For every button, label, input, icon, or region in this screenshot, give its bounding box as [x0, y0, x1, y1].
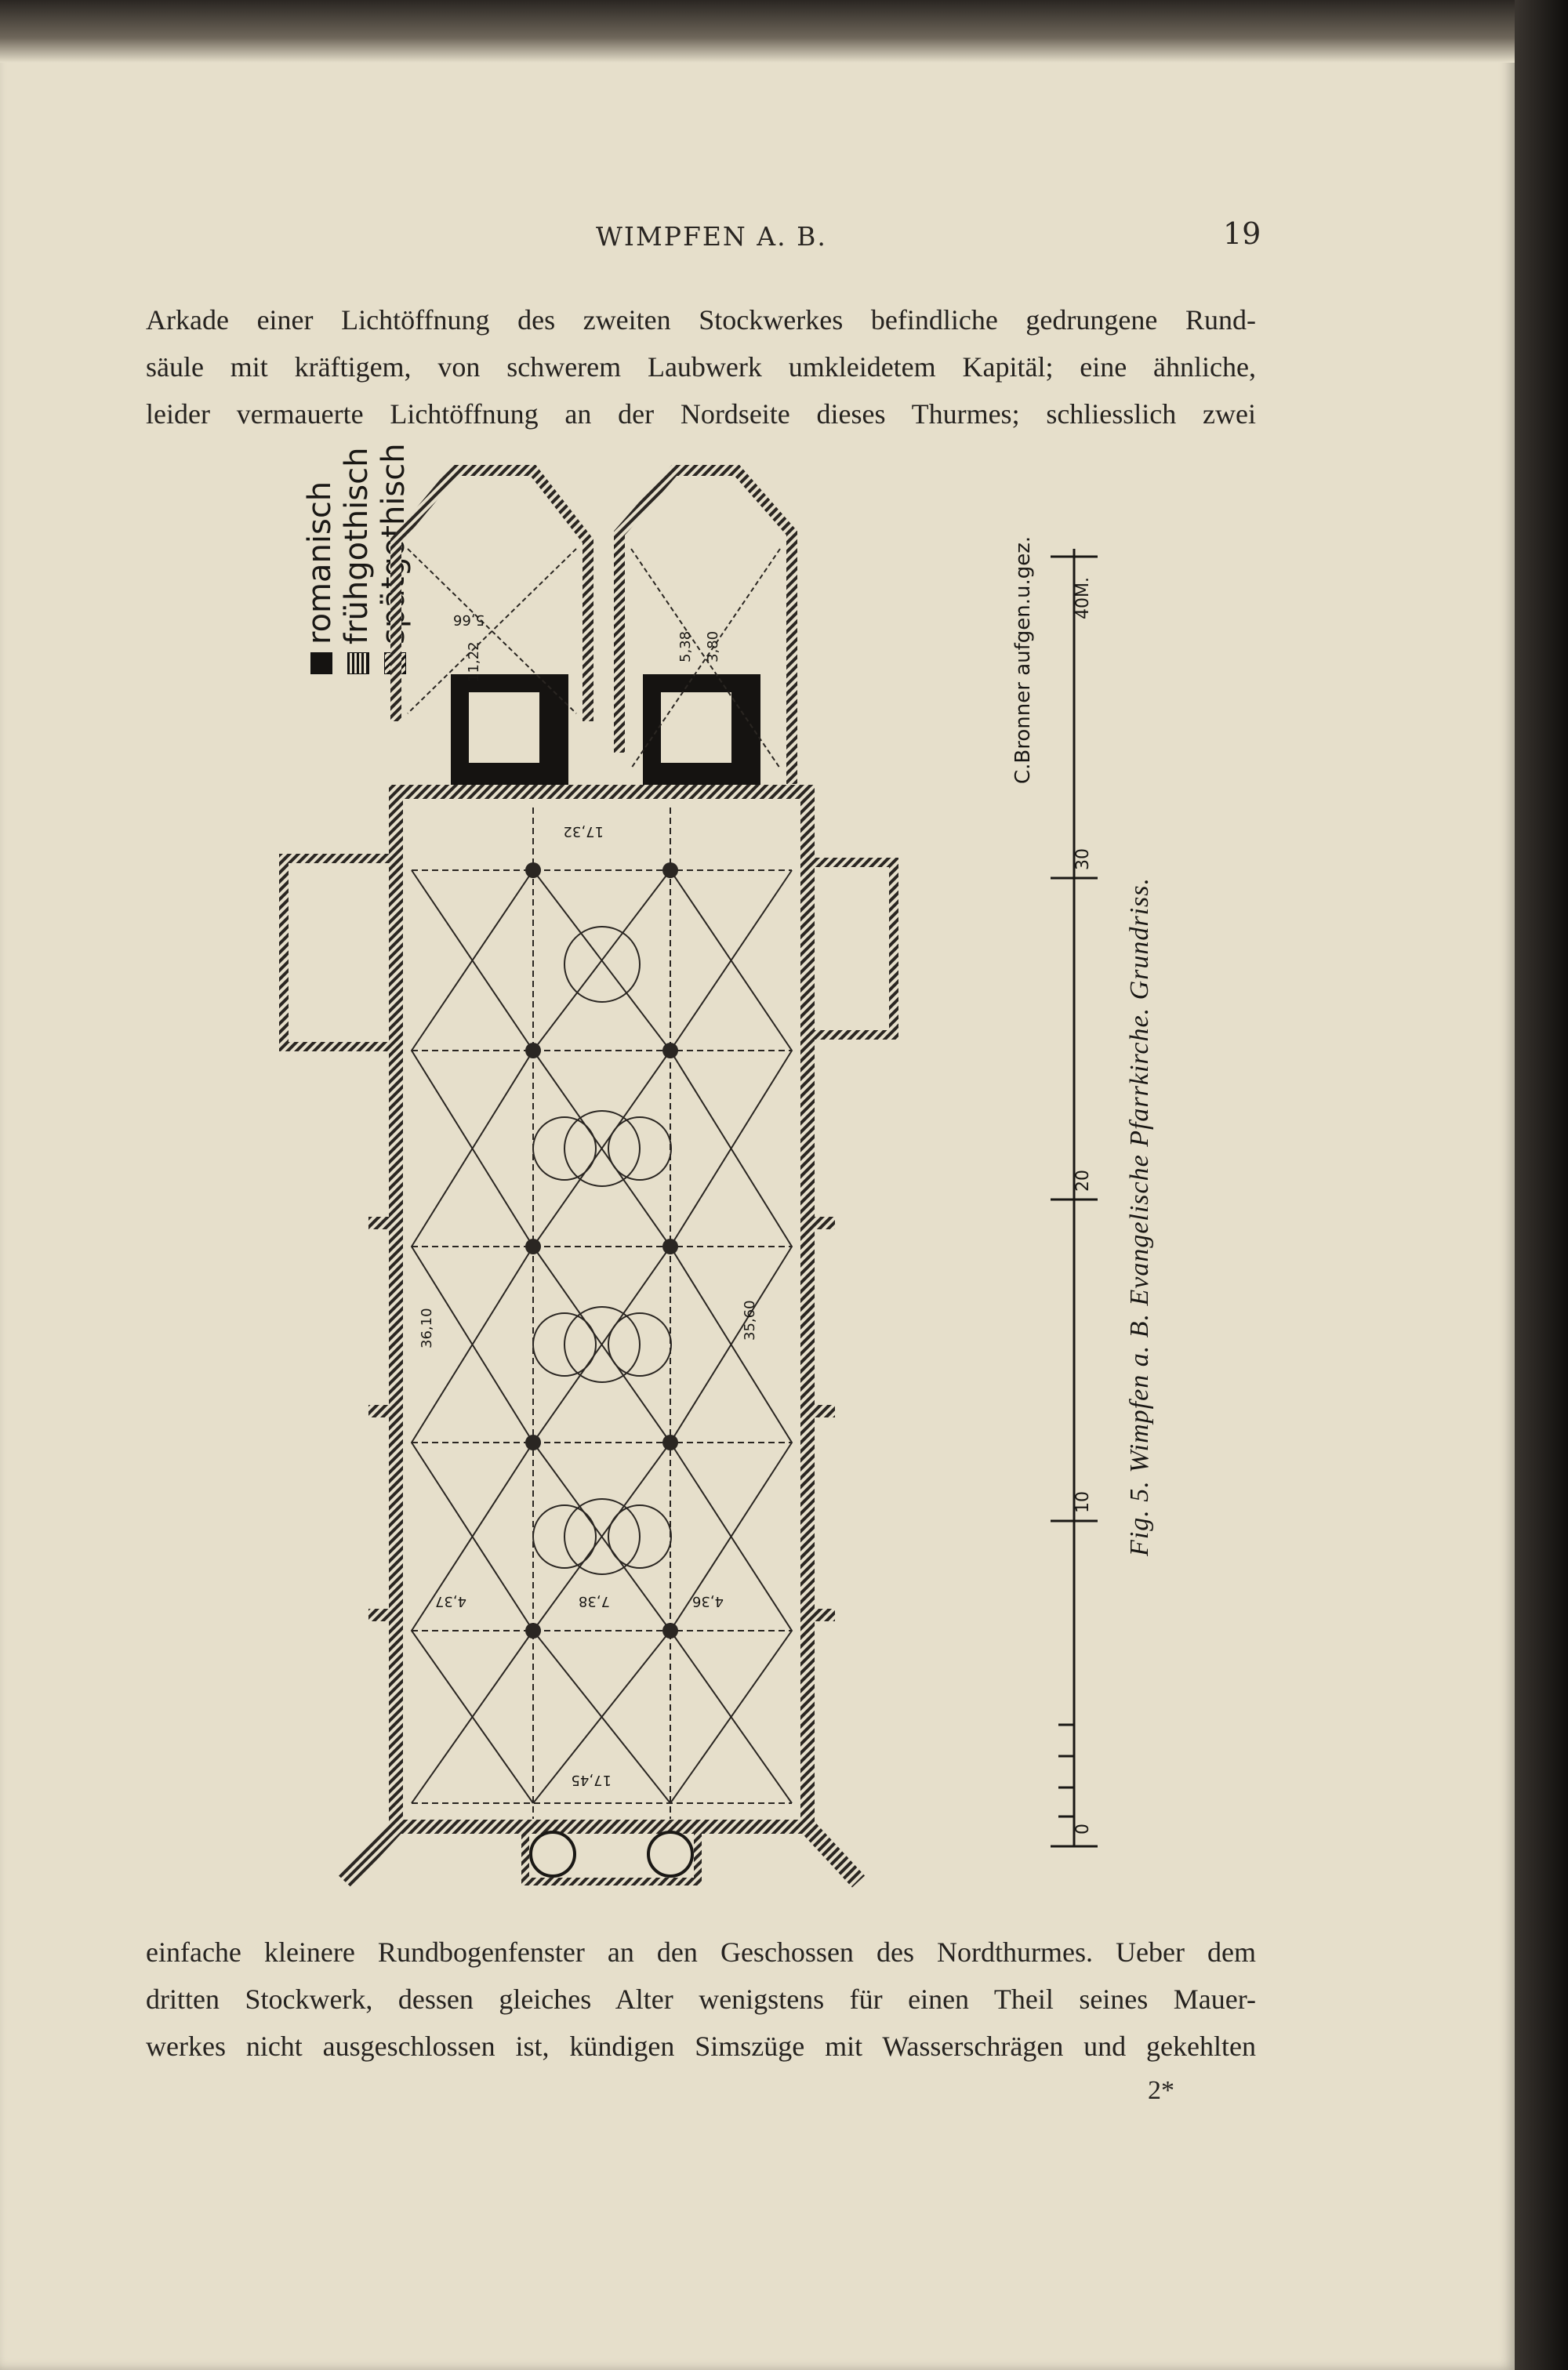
scale-bar: 0 10 20 30 40M.	[1051, 549, 1098, 1848]
text-line: Arkade einer Lichtöffnung des zweiten St…	[146, 304, 1256, 336]
dim-label: 36,10	[419, 1308, 435, 1348]
dim-label: 3,80	[705, 631, 721, 662]
text-line: werkes nicht ausgeschlossen ist, kündige…	[146, 2031, 1256, 2062]
page-number: 19	[1223, 216, 1261, 251]
scale-tick-label: 0	[1073, 1824, 1093, 1835]
book-spine	[1515, 0, 1568, 2370]
scale-tick-label: 40M.	[1073, 577, 1093, 619]
scale-tick-label: 10	[1073, 1491, 1093, 1513]
page-top-edge	[0, 0, 1515, 63]
floor-plan-drawing: 17,32 36,10 35,60 17,45 4,37 7,38 4,36 5…	[279, 465, 898, 1888]
running-title: WIMPFEN A. B.	[596, 221, 827, 252]
dim-label: 35,60	[742, 1300, 758, 1341]
dim-label: 17,45	[571, 1772, 612, 1788]
text-line: leider vermauerte Lichtöffnung an der No…	[146, 398, 1256, 430]
text-line: säule mit kräftigem, von schwerem Laubwe…	[146, 351, 1256, 383]
dim-label: 17,32	[563, 823, 604, 840]
dim-label: 5,38	[677, 631, 694, 662]
book-page: WIMPFEN A. B. 19 Arkade einer Lichtöffnu…	[0, 0, 1515, 2370]
dim-label: 7,38	[579, 1593, 610, 1610]
text-line: dritten Stockwerk, dessen gleiches Alter…	[146, 1983, 1256, 2015]
dim-label: 4,36	[692, 1593, 724, 1610]
figure-caption: Fig. 5. Wimpfen a. B. Evangelische Pfarr…	[1125, 877, 1154, 1556]
paragraph-bottom: einfache kleinere Rundbogenfenster an de…	[146, 1929, 1256, 2070]
scale-tick-label: 20	[1073, 1170, 1093, 1192]
paragraph-top: Arkade einer Lichtöffnung des zweiten St…	[146, 296, 1256, 437]
dim-label: 4,37	[435, 1593, 466, 1610]
signature-mark: 2*	[1148, 2076, 1174, 2105]
dim-label: 11,22	[466, 641, 482, 682]
scale-tick-label: 30	[1073, 848, 1093, 870]
dim-label: 5,66	[453, 612, 485, 628]
text-line: einfache kleinere Rundbogenfenster an de…	[146, 1936, 1256, 1968]
